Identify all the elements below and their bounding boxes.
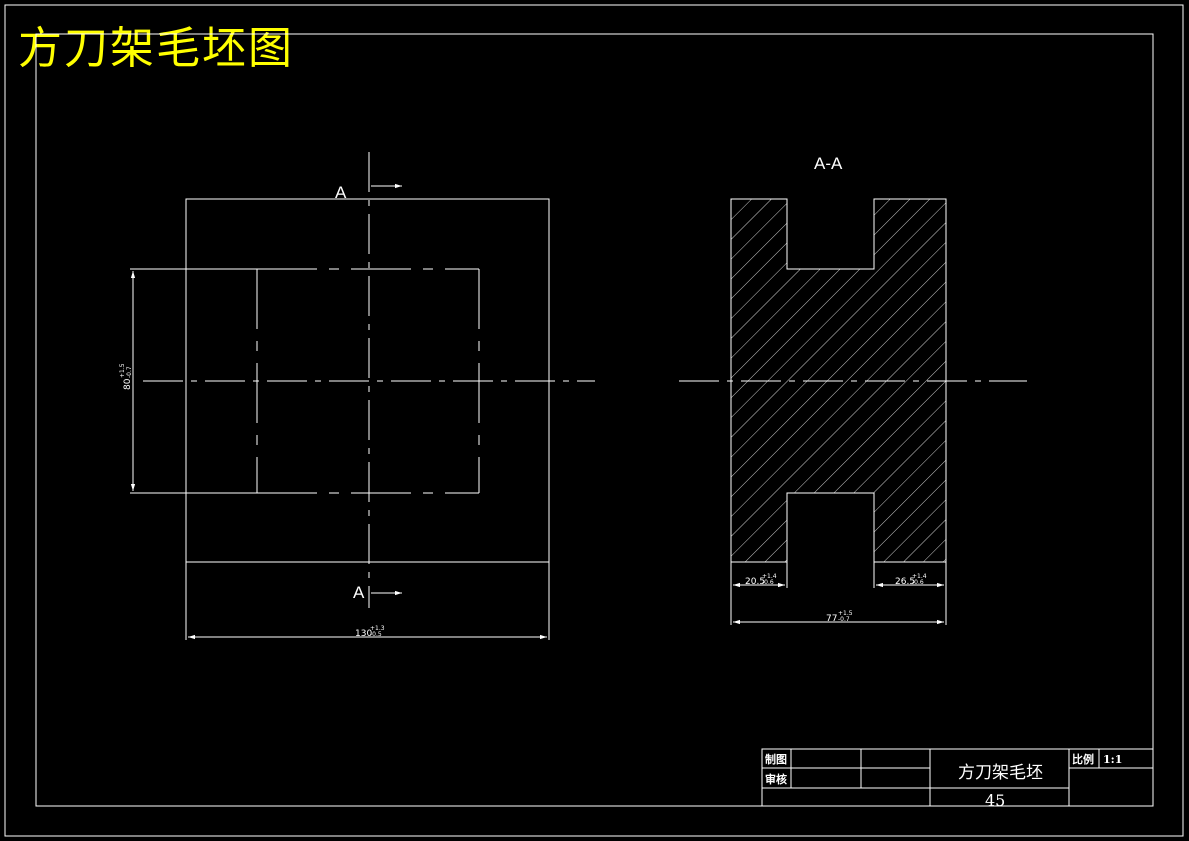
section-width-dimension: 77 +1.5 -0.7: [826, 610, 853, 624]
section-width-upper: +1.5: [838, 610, 853, 617]
right-flange-upper: +1.4: [912, 573, 927, 580]
front-height-lower: -0.7: [126, 366, 133, 378]
scale-label: 比例: [1072, 752, 1094, 766]
front-height-base: 80: [123, 378, 133, 390]
front-view: [130, 152, 595, 640]
inner-frame: [35, 33, 1154, 807]
title-block: [761, 748, 1154, 807]
drawn-by-label: 制图: [765, 752, 787, 766]
cut-mark-top: A: [335, 183, 347, 202]
right-flange-lower: -0.6: [912, 579, 924, 586]
front-height-dimension: 80 +1.5 -0.7: [119, 363, 133, 390]
checked-by-label: 审核: [765, 772, 787, 786]
front-width-lower: -0.5: [370, 631, 382, 638]
right-flange-base: 26.5: [895, 577, 915, 587]
outer-frame: [4, 4, 1184, 837]
left-flange-lower: -0.6: [762, 579, 774, 586]
front-width-dimension: 130 +1.3 -0.5: [355, 625, 385, 639]
right-flange-dimension: 26.5 +1.4 -0.6: [895, 573, 927, 587]
left-flange-base: 20.5: [745, 577, 765, 587]
scale-value: 1:1: [1103, 753, 1122, 766]
material: 45: [985, 791, 1005, 810]
section-label: A-A: [814, 154, 843, 173]
drawing-title: 方刀架毛坯图: [18, 23, 294, 74]
front-height-upper: +1.5: [119, 363, 126, 378]
cut-mark-bottom: A: [353, 583, 365, 602]
front-width-upper: +1.3: [370, 625, 385, 632]
section-width-base: 77: [826, 614, 837, 624]
left-flange-upper: +1.4: [762, 573, 777, 580]
section-width-lower: -0.7: [838, 616, 850, 623]
left-flange-dimension: 20.5 +1.4 -0.6: [745, 573, 777, 587]
front-width-base: 130: [355, 629, 372, 639]
part-name: 方刀架毛坯: [958, 763, 1043, 783]
section-view: [679, 198, 1027, 625]
